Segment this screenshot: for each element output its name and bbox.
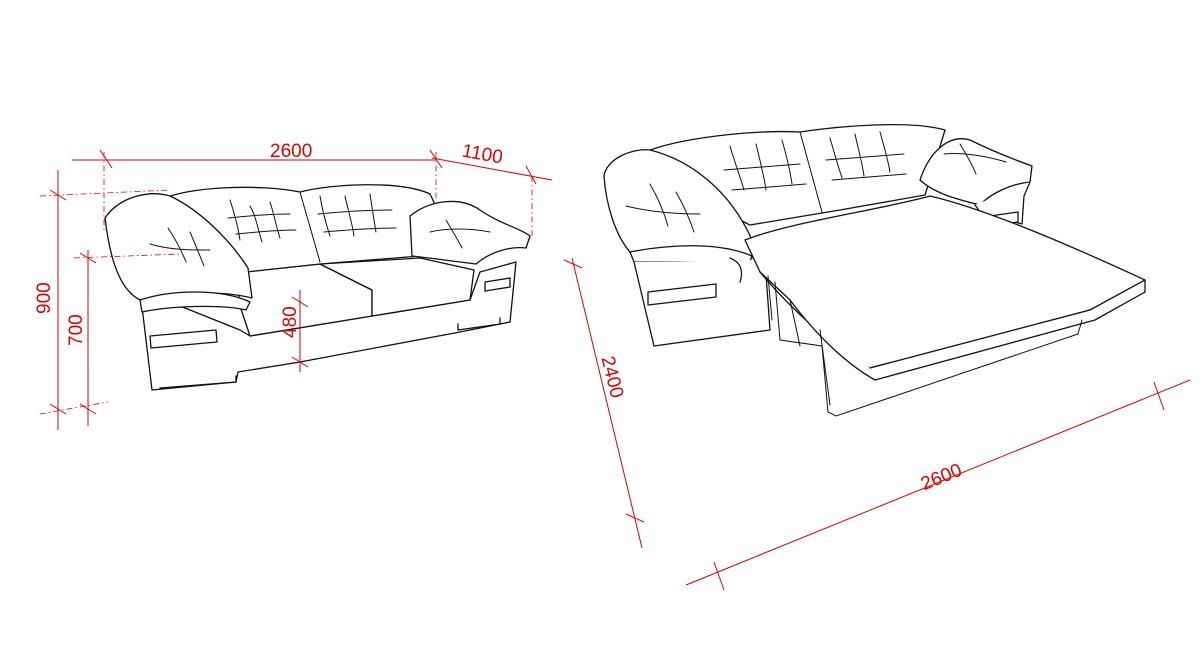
label-sofa-width: 2600 (270, 141, 312, 162)
closed-sofa-drawing (104, 184, 531, 391)
label-seat-height: 480 (280, 306, 301, 338)
label-bed-width: 2600 (918, 460, 965, 495)
dimension-labels: 2600 1100 900 700 480 2400 2600 (34, 141, 965, 496)
label-sofa-height: 900 (34, 282, 55, 314)
label-arm-height: 700 (66, 314, 87, 346)
label-bed-length: 2400 (596, 354, 627, 400)
dimension-lines (39, 149, 1191, 591)
sofa-bed-drawing (603, 124, 1146, 417)
